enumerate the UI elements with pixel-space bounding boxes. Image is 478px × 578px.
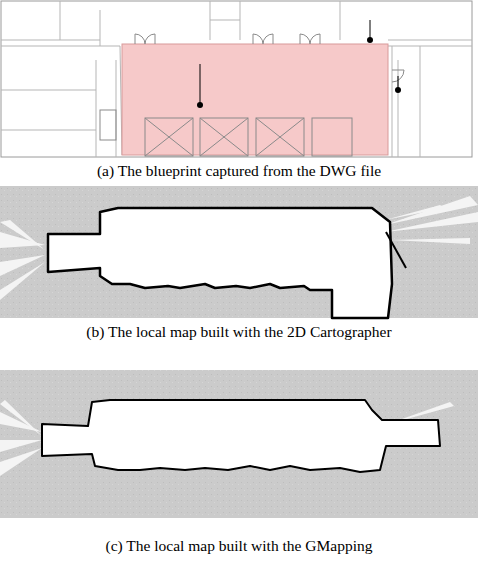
figure-caption: (c) The local map built with the GMappin… [0, 537, 478, 555]
blueprint [1, 1, 472, 157]
cartographer-map [0, 186, 478, 318]
figure-caption: (a) The blueprint captured from the DWG … [0, 162, 478, 180]
gmapping-map [0, 370, 478, 518]
figure-caption: (b) The local map built with the 2D Cart… [0, 323, 478, 341]
